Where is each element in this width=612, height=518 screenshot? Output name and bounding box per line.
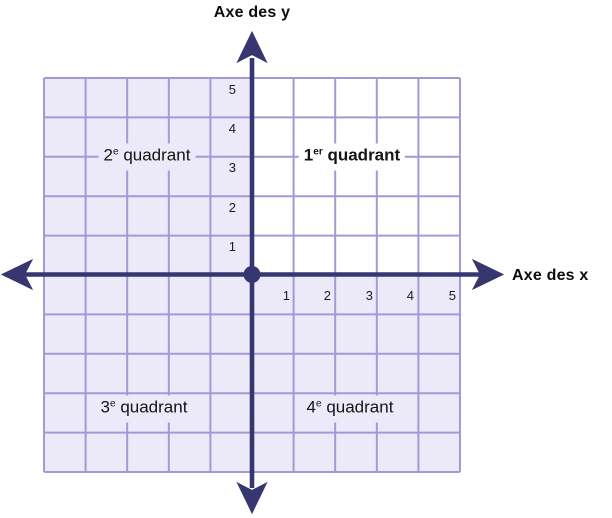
y-tick-1: 1 <box>228 239 236 254</box>
y-tick-3: 3 <box>228 160 236 175</box>
quadrant-1-number: 1 <box>303 145 314 165</box>
y-axis-up-arrow-icon <box>236 30 268 64</box>
quadrant-2-word: quadrant <box>123 145 191 165</box>
y-axis-title: Axe des y <box>213 4 291 21</box>
quadrant-1-ordinal-suffix: er <box>313 146 323 158</box>
quadrant-2-number: 2 <box>103 145 114 165</box>
x-tick-3: 3 <box>365 288 373 303</box>
y-axis-down-arrow-icon <box>236 481 268 515</box>
quadrant-3-ordinal-suffix: e <box>110 398 116 410</box>
quadrant-1-label: 1er quadrant <box>298 143 406 171</box>
quadrant-4-word: quadrant <box>326 397 394 417</box>
quadrant-2-label: 2e quadrant <box>98 143 196 171</box>
y-tick-4: 4 <box>228 121 236 136</box>
x-axis-left-arrow-icon <box>0 258 34 291</box>
quadrant-4-number: 4 <box>306 397 317 417</box>
quadrant-4-label: 4e quadrant <box>301 395 399 423</box>
x-tick-5: 5 <box>448 288 456 303</box>
y-tick-2: 2 <box>228 200 236 215</box>
y-tick-5: 5 <box>228 82 236 97</box>
quadrant-3-number: 3 <box>100 397 111 417</box>
x-axis-title: Axe des x <box>512 267 589 284</box>
quadrant-3-word: quadrant <box>120 397 188 417</box>
quadrant-1-word: quadrant <box>327 145 401 165</box>
quadrant-2-ordinal-suffix: e <box>113 146 119 158</box>
x-tick-2: 2 <box>323 288 331 303</box>
x-tick-1: 1 <box>282 288 290 303</box>
quadrant-4-ordinal-suffix: e <box>316 398 322 410</box>
axes <box>0 30 505 515</box>
quadrant-1-area <box>252 78 460 275</box>
x-tick-4: 4 <box>406 288 414 303</box>
x-axis-right-arrow-icon <box>471 258 505 291</box>
quadrant-3-label: 3e quadrant <box>95 395 193 423</box>
origin-point <box>243 266 261 283</box>
